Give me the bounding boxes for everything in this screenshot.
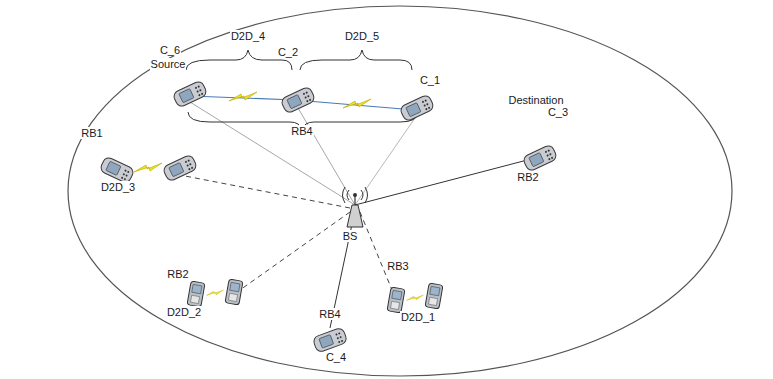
device-name: C_3	[547, 106, 569, 118]
role-name: Destination	[507, 94, 564, 106]
link-name: D2D_4	[230, 30, 266, 42]
resource-block: RB1	[80, 127, 103, 139]
resource-block: RB3	[386, 260, 409, 272]
link-name: D2D_3	[100, 181, 136, 193]
resource-block: RB2	[516, 171, 539, 183]
resource-block: RB4	[290, 125, 313, 137]
link-name: D2D_5	[344, 30, 380, 42]
device-name: C_2	[277, 46, 299, 58]
link-name: D2D_1	[400, 311, 436, 323]
device-name: C_6	[159, 44, 181, 56]
station-name: BS	[342, 230, 359, 242]
resource-block: RB2	[166, 268, 189, 280]
link-name: D2D_2	[166, 306, 202, 318]
device-name: C_1	[419, 74, 441, 86]
device-name: C_4	[325, 351, 347, 363]
role-name: Source	[150, 58, 187, 70]
resource-block: RB4	[318, 308, 341, 320]
